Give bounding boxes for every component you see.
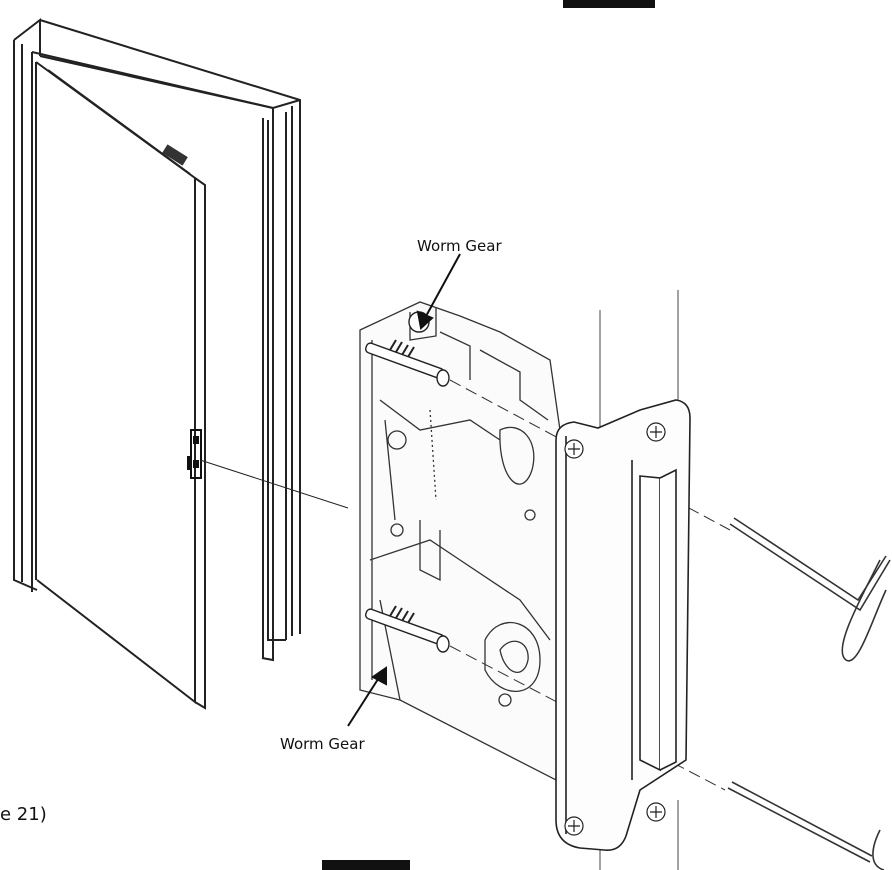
lock-body — [359, 301, 561, 782]
hex-key-tool — [727, 517, 891, 870]
bottom-black-tab — [322, 860, 410, 870]
callout-arrows — [347, 253, 461, 727]
leader-line — [199, 459, 349, 509]
top-black-tab — [563, 0, 655, 8]
door-hardware — [162, 144, 202, 479]
worm-gear-label-top: Worm Gear — [417, 237, 502, 255]
page-reference-cutoff: e 21) — [0, 804, 47, 825]
worm-gear-bottom — [365, 605, 450, 653]
door-frame — [13, 17, 301, 662]
worm-gear-label-bottom: Worm Gear — [280, 735, 365, 753]
faceplate — [555, 399, 691, 852]
faceplate-screws — [564, 422, 666, 836]
